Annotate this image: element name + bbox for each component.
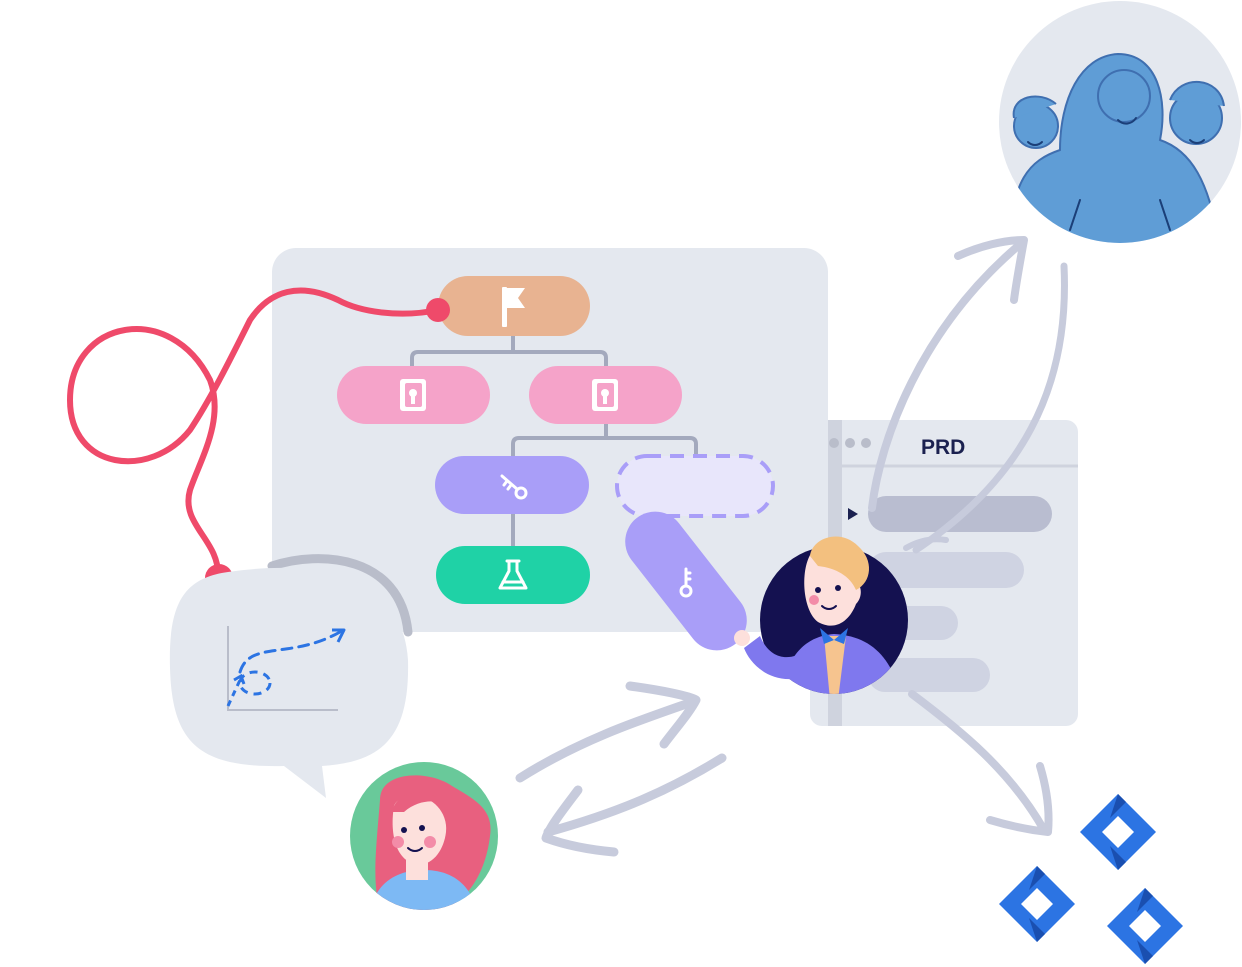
node-key[interactable] <box>435 456 589 514</box>
key-icon <box>679 567 693 598</box>
speech-bubble <box>169 554 413 798</box>
tree-connectors <box>410 330 698 548</box>
team-avatar <box>999 1 1241 243</box>
flag-icon <box>502 287 525 327</box>
prd-line <box>868 552 1024 588</box>
node-door-left[interactable] <box>337 366 490 424</box>
trend-chart-icon <box>226 626 346 711</box>
jira-logo-icon <box>999 866 1075 942</box>
jira-logo-icon <box>1107 888 1183 964</box>
dragged-key-node[interactable] <box>613 499 759 662</box>
woman-avatar <box>350 762 498 910</box>
flask-icon <box>498 559 528 590</box>
node-placeholder-slot[interactable] <box>615 454 775 518</box>
door-card-icon <box>592 379 618 411</box>
door-card-icon <box>400 379 426 411</box>
prd-title: PRD <box>921 436 965 459</box>
window-dot <box>829 438 839 448</box>
window-dot <box>861 438 871 448</box>
prd-line <box>868 658 990 692</box>
flow-arrows <box>515 236 1068 857</box>
key-icon <box>500 474 528 500</box>
window-dot <box>845 438 855 448</box>
jira-logo-icon <box>1080 794 1156 870</box>
node-flask[interactable] <box>436 546 590 604</box>
node-root-flag[interactable] <box>438 276 590 336</box>
play-icon <box>848 508 858 520</box>
node-door-right[interactable] <box>529 366 682 424</box>
man-avatar <box>734 536 908 694</box>
